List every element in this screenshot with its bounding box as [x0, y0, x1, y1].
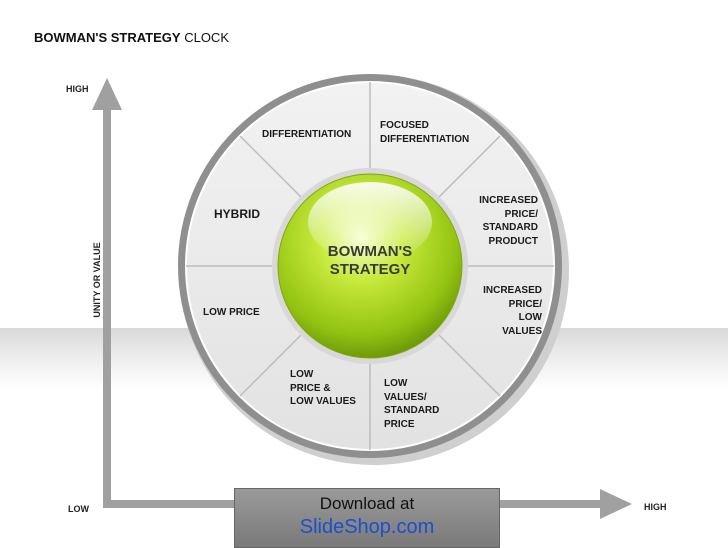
center-label: BOWMAN'S STRATEGY	[327, 243, 413, 278]
segment-hybrid: HYBRID	[214, 207, 261, 221]
sphere-highlight	[308, 182, 432, 262]
segment-focused-differentiation: FOCUSED DIFFERENTIATION	[380, 120, 470, 145]
y-axis-low-label: LOW	[68, 504, 89, 514]
segment-low-price: LOW PRICE	[203, 307, 260, 318]
y-axis-high-label: HIGH	[66, 84, 89, 94]
segment-low-values-standard-price: LOW VALUES/ STANDARD PRICE	[384, 378, 440, 430]
segment-differentiation: DIFFERENTIATION	[262, 129, 352, 140]
title-rest: CLOCK	[184, 30, 229, 45]
y-axis-title: UNITY OR VALUE	[92, 242, 102, 318]
title-bold: BOWMAN'S STRATEGY	[34, 30, 181, 45]
segment-increased-price-low-values: INCREASED PRICE/ LOW VALUES	[483, 285, 542, 337]
page-title: BOWMAN'S STRATEGY CLOCK	[34, 30, 229, 45]
x-axis-arrow	[600, 489, 632, 519]
segment-dividers	[186, 82, 554, 450]
download-banner[interactable]: Download at SlideShop.com	[234, 488, 500, 548]
y-axis-line	[103, 108, 111, 508]
x-axis-high-label: HIGH	[644, 502, 667, 512]
banner-download-text: Download at	[319, 494, 415, 513]
y-axis-arrow	[92, 78, 122, 110]
banner-link[interactable]: SlideShop.com	[299, 516, 435, 538]
segment-increased-price-standard-product: INCREASED PRICE/ STANDARD PRODUCT	[479, 195, 538, 247]
segment-low-price-low-values: LOW PRICE & LOW VALUES	[290, 369, 356, 407]
